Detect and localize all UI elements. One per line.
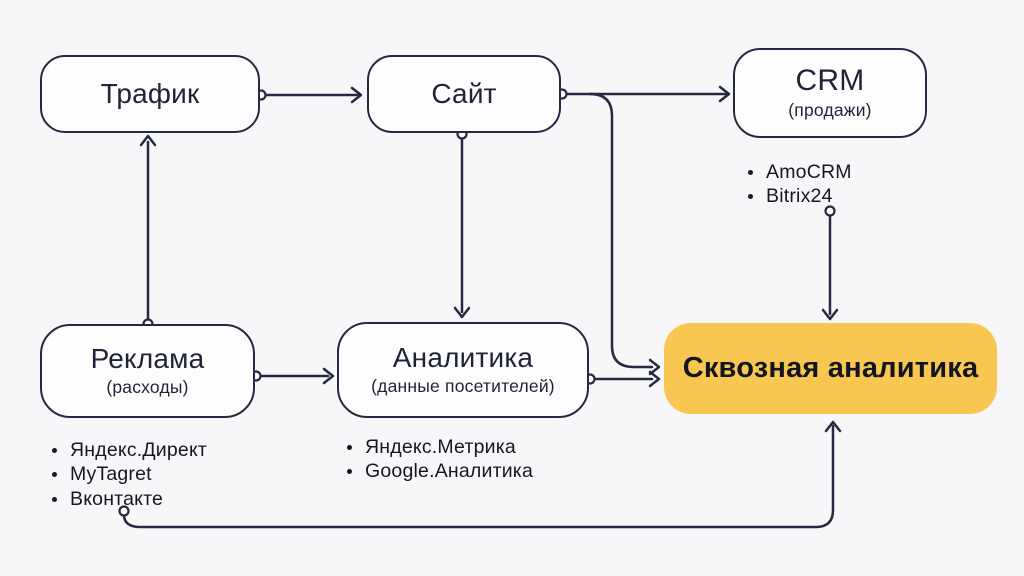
node-site: Сайт — [367, 55, 561, 133]
node-crm-title: CRM — [795, 64, 865, 98]
list-item-label: AmoCRM — [766, 160, 852, 183]
bullet-icon — [52, 496, 57, 502]
list-item: Яндекс.Директ — [52, 438, 207, 463]
node-traffic-title: Трафик — [100, 78, 200, 110]
connector-traffic-to-site — [263, 86, 363, 104]
node-ads: Реклама (расходы) — [40, 324, 255, 418]
node-traffic: Трафик — [40, 55, 260, 133]
node-crm-subtitle: (продажи) — [788, 99, 872, 120]
ads-tools-list: Яндекс.Директ MyTagret Вконтакте — [52, 438, 207, 512]
connection-dot — [824, 205, 836, 217]
connector-ads-to-traffic — [139, 134, 157, 321]
node-ads-subtitle: (расходы) — [106, 376, 189, 397]
list-item: AmoCRM — [748, 160, 852, 185]
node-site-title: Сайт — [431, 78, 497, 110]
bullet-icon — [748, 169, 753, 175]
node-analytics: Аналитика (данные посетителей) — [337, 322, 589, 418]
list-item-label: Вконтакте — [70, 487, 164, 510]
connector-crmtools-to-endtoend — [821, 214, 839, 321]
analytics-tools-list: Яндекс.Метрика Google.Аналитика — [347, 435, 533, 484]
node-analytics-title: Аналитика — [392, 342, 534, 374]
list-item: Bitrix24 — [748, 185, 852, 210]
list-item-label: Яндекс.Директ — [70, 438, 208, 461]
connection-dot — [118, 505, 130, 517]
node-end-to-end-analytics: Сквозная аналитика — [664, 323, 997, 414]
list-item-label: Google.Аналитика — [365, 460, 534, 483]
connector-adstools-to-endtoend — [122, 420, 842, 529]
list-item: Яндекс.Метрика — [347, 435, 533, 460]
crm-tools-list: AmoCRM Bitrix24 — [748, 160, 852, 209]
bullet-icon — [347, 469, 352, 475]
list-item-label: Bitrix24 — [766, 185, 833, 208]
bullet-icon — [347, 444, 352, 450]
list-item-label: MyTagret — [70, 463, 152, 486]
list-item: Google.Аналитика — [347, 460, 533, 485]
bullet-icon — [52, 447, 57, 453]
list-item: MyTagret — [52, 463, 207, 488]
node-ads-title: Реклама — [90, 343, 205, 375]
bullet-icon — [52, 472, 57, 478]
list-item-label: Яндекс.Метрика — [365, 435, 516, 458]
node-analytics-subtitle: (данные посетителей) — [371, 375, 555, 396]
connector-site-to-endtoend — [588, 92, 661, 376]
node-crm: CRM (продажи) — [733, 48, 927, 138]
node-end-to-end-analytics-title: Сквозная аналитика — [682, 352, 979, 385]
list-item: Вконтакте — [52, 487, 207, 512]
connector-ads-to-analytics — [259, 367, 335, 385]
bullet-icon — [748, 194, 753, 200]
connector-analytics-to-endtoend — [592, 370, 661, 388]
connector-site-to-analytics — [453, 137, 471, 319]
